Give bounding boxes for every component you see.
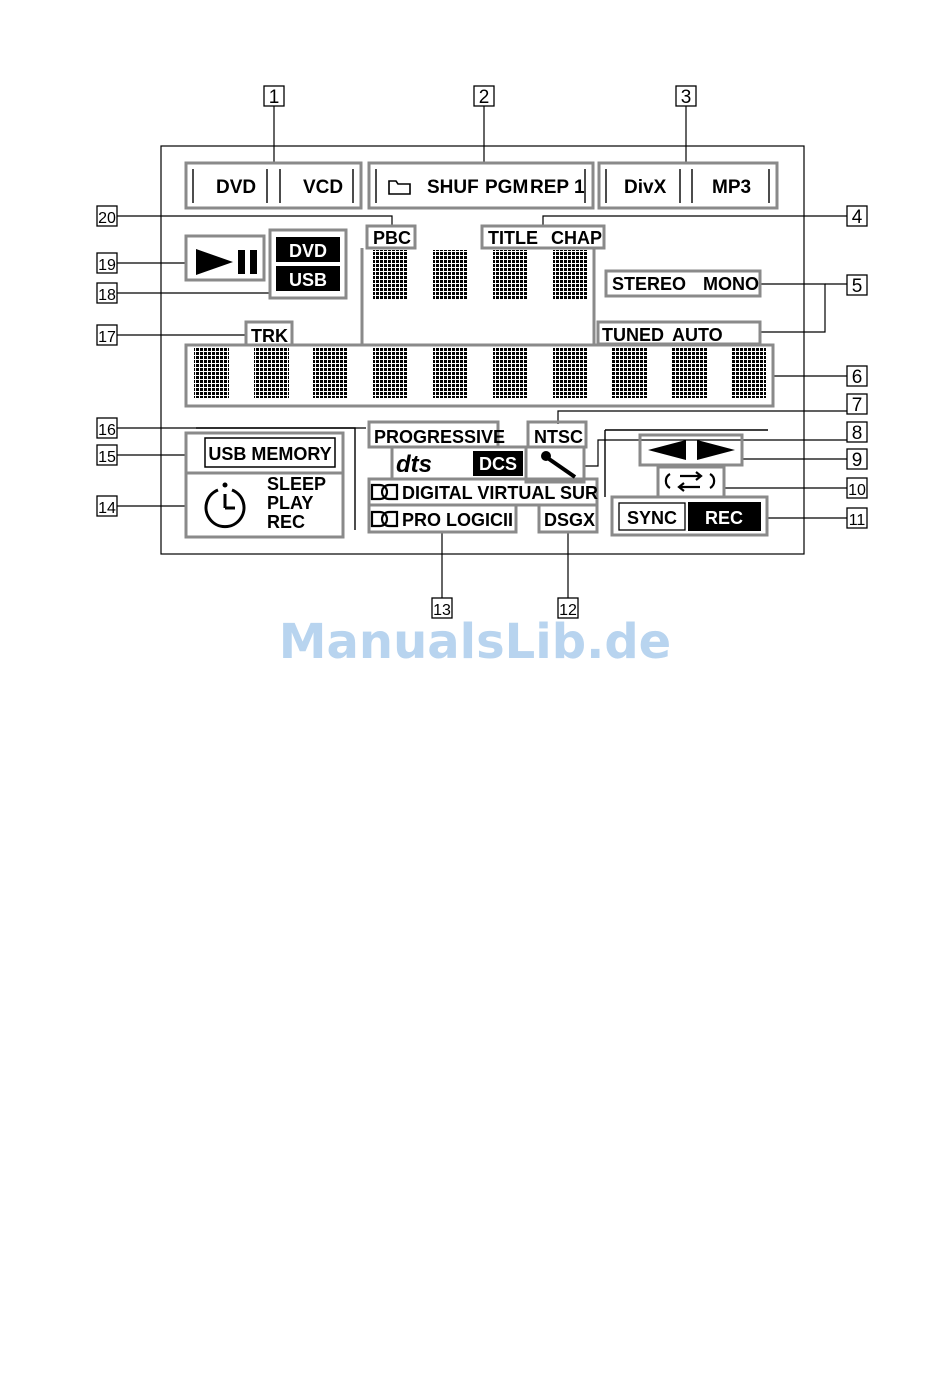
- indicator-play: PLAY: [267, 493, 313, 513]
- folder-icon: [389, 181, 410, 194]
- left-right-arrows-icon: [648, 440, 735, 460]
- callout-1: 1: [264, 86, 284, 108]
- indicator-stereo: STEREO: [612, 274, 686, 294]
- callout-number: 9: [852, 450, 863, 471]
- matrix-char: [553, 348, 588, 398]
- callout-number: 17: [98, 329, 116, 346]
- callout-6: 6: [847, 366, 867, 388]
- microphone-icon: [541, 451, 575, 477]
- callout-15: 15: [97, 445, 117, 466]
- callout-16: 16: [97, 418, 117, 439]
- callout-number: 19: [98, 257, 116, 274]
- callout-number: 15: [98, 449, 116, 466]
- indicator-dsgx: DSGX: [544, 510, 595, 530]
- callout-number: 7: [852, 395, 863, 416]
- indicator-auto: AUTO: [672, 325, 723, 345]
- indicator-pbc: PBC: [373, 228, 411, 248]
- callout-8: 8: [847, 422, 867, 444]
- matrix-char: [493, 250, 528, 300]
- indicator-ntsc: NTSC: [534, 427, 583, 447]
- callout-14: 14: [97, 496, 117, 517]
- indicator-dvd: DVD: [216, 177, 256, 198]
- dts-logo: dts: [396, 451, 432, 478]
- callout-number: 14: [98, 500, 116, 517]
- callout-18: 18: [97, 283, 117, 304]
- callout-11: 11: [847, 508, 867, 529]
- indicator-rec: REC: [267, 512, 305, 532]
- callout-number: 8: [852, 423, 863, 444]
- callout-5: 5: [847, 275, 867, 297]
- callout-19: 19: [97, 253, 117, 274]
- callout-number: 2: [479, 87, 490, 108]
- repeat-arrows-icon: [666, 472, 714, 491]
- callout-number: 6: [852, 367, 863, 388]
- indicator-src-usb: USB: [289, 270, 327, 290]
- matrix-char: [672, 348, 707, 398]
- indicator-mp3: MP3: [712, 177, 751, 198]
- callout-9: 9: [847, 449, 867, 471]
- play-pause-icon: [196, 249, 257, 275]
- indicator-src-dvd: DVD: [289, 241, 327, 261]
- indicator-rec-badge: REC: [705, 508, 743, 528]
- indicator-shuf: SHUF: [427, 177, 479, 198]
- indicator-tuned: TUNED: [602, 325, 664, 345]
- callout-17: 17: [97, 325, 117, 346]
- matrix-char: [373, 348, 408, 398]
- callout-number: 3: [681, 87, 692, 108]
- callout-number: 20: [98, 210, 116, 227]
- indicator-pgm: PGM: [485, 177, 528, 198]
- callout-2: 2: [474, 86, 494, 108]
- matrix-char: [254, 348, 289, 398]
- watermark: ManualsLib.de: [279, 614, 671, 670]
- indicator-divx: DivX: [624, 177, 667, 198]
- indicator-rep1: REP 1: [530, 177, 585, 198]
- matrix-char: [731, 348, 766, 398]
- callout-7: 7: [847, 394, 867, 416]
- indicator-pro-logic: PRO LOGICII: [402, 510, 513, 530]
- matrix-char: [493, 348, 528, 398]
- indicator-chap: CHAP: [551, 228, 602, 248]
- indicator-progressive: PROGRESSIVE: [374, 427, 505, 447]
- indicator-trk: TRK: [251, 326, 288, 346]
- matrix-char: [373, 250, 408, 300]
- callout-number: 4: [852, 207, 863, 228]
- callout-number: 18: [98, 287, 116, 304]
- indicator-dcs: DCS: [479, 454, 517, 474]
- matrix-char: [612, 348, 647, 398]
- callout-20: 20: [97, 206, 117, 227]
- matrix-char: [313, 348, 348, 398]
- indicator-usb-memory: USB MEMORY: [208, 444, 331, 464]
- callout-number: 1: [269, 87, 280, 108]
- indicator-title: TITLE: [488, 228, 538, 248]
- callout-number: 11: [849, 512, 866, 529]
- callout-4: 4: [847, 206, 867, 228]
- callout-number: 16: [98, 422, 116, 439]
- matrix-char: [194, 348, 229, 398]
- indicator-vcd: VCD: [303, 177, 343, 198]
- callout-10: 10: [847, 478, 867, 499]
- matrix-char: [433, 250, 468, 300]
- matrix-char: [553, 250, 588, 300]
- dot-matrix-lower: [194, 348, 766, 398]
- indicator-mono: MONO: [703, 274, 759, 294]
- callout-number: 5: [852, 276, 863, 297]
- callout-3: 3: [676, 86, 696, 108]
- dot-matrix-upper: [373, 250, 588, 300]
- matrix-char: [433, 348, 468, 398]
- indicator-sleep: SLEEP: [267, 474, 326, 494]
- timer-icon: [206, 483, 244, 527]
- callout-number: 10: [848, 482, 866, 499]
- indicator-sync: SYNC: [627, 508, 677, 528]
- indicator-digital-virtual-sur: DIGITAL VIRTUAL SUR: [402, 483, 598, 503]
